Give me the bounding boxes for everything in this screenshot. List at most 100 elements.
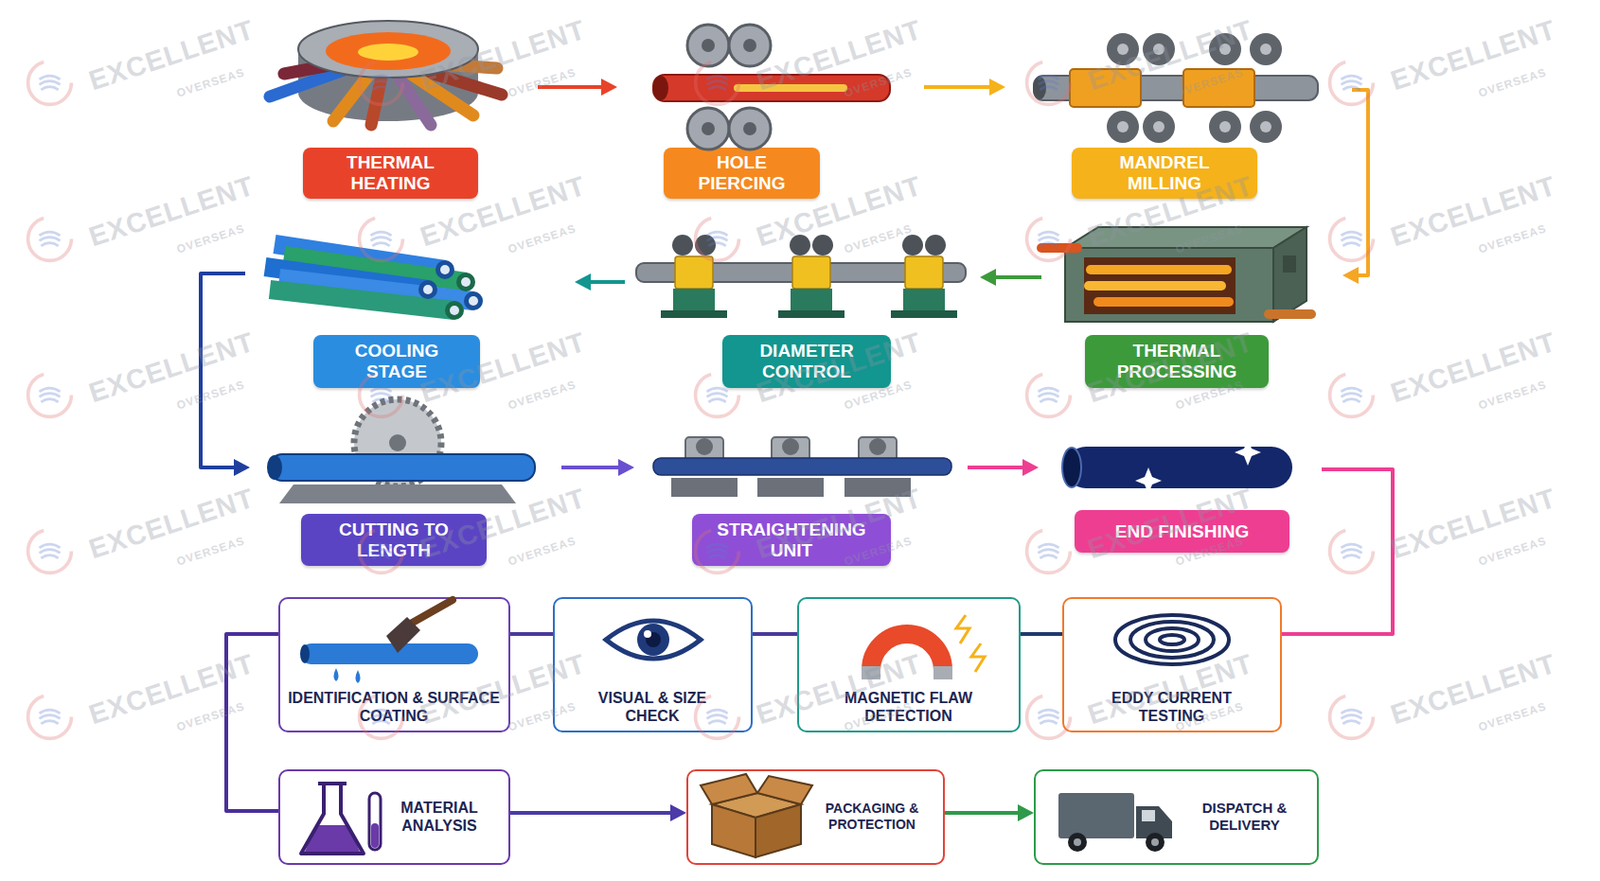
watermark-logo (695, 61, 740, 106)
step-label: MANDREL MILLING (1071, 147, 1258, 199)
straightener-illustration (757, 478, 824, 498)
piercing-illustration (728, 107, 771, 150)
watermark: OVERSEAS (842, 65, 914, 100)
connector-line (1020, 632, 1063, 637)
mandrel-illustration (1249, 33, 1282, 66)
process-step: HOLE PIERCING (617, 11, 925, 201)
watermark: OVERSEAS (1476, 699, 1548, 734)
step-label: CUTTING TO LENGTH (301, 514, 487, 567)
finished-tube-illustration (1234, 439, 1262, 466)
saw-illustration (266, 399, 535, 504)
sizing-mill-illustration (924, 234, 946, 256)
sizing-mill-illustration (673, 288, 715, 312)
process-step: CUTTING TO LENGTH (249, 411, 562, 569)
saw-illustration (354, 399, 442, 487)
step-label: DIAMETER CONTROL (722, 335, 891, 389)
step-name: THERMAL PROCESSING (1096, 340, 1258, 383)
sizing-mill-illustration (812, 234, 834, 256)
mandrel-illustration (1153, 121, 1165, 133)
furnace-illustration (269, 20, 502, 125)
final-step-card: DISPATCH & DELIVERY (1033, 769, 1319, 866)
inspection-card: VISUAL & SIZE CHECK (552, 597, 753, 733)
inspection-card: IDENTIFICATION & SURFACE COATING (278, 597, 511, 733)
process-step: THERMAL HEATING (269, 11, 538, 201)
step-name: END FINISHING (1115, 521, 1249, 543)
heated-rods (392, 68, 431, 125)
card-title: PACKAGING & PROTECTION (801, 800, 943, 834)
step-name: HOLE PIERCING (675, 152, 809, 195)
sizing-mill-illustration (675, 256, 713, 289)
watermark-logo (1330, 217, 1374, 262)
piercing-illustration (733, 84, 848, 92)
sizing-mill-illustration (789, 234, 811, 256)
sizing-mill-illustration (792, 256, 831, 289)
connector-line (1351, 89, 1369, 276)
glowing-tubes (1041, 248, 1312, 315)
heated-rods (333, 68, 374, 122)
watermark: OVERSEAS (842, 221, 914, 256)
sizing-mill-illustration (790, 288, 833, 312)
mandrel-illustration (1219, 43, 1231, 55)
step-name: THERMAL HEATING (320, 152, 463, 195)
sizing-mill-illustration (902, 234, 924, 256)
furnace-illustration (357, 43, 419, 61)
step-name: STRAIGHTENING UNIT (701, 519, 882, 562)
watermark: OVERSEAS (1476, 65, 1548, 100)
watermark-logo (28, 61, 72, 106)
watermark-logo (28, 61, 1374, 740)
watermark-logo (1330, 695, 1374, 740)
watermark: OVERSEAS (1476, 377, 1548, 412)
piercing-illustration (743, 38, 757, 53)
pipe-bundle-illustration (444, 301, 464, 320)
flow-line (752, 634, 798, 636)
saw-illustration (279, 484, 516, 504)
mandrel-illustration (1208, 110, 1242, 143)
card-title: DISPATCH & DELIVERY (1175, 800, 1314, 835)
piercing-illustration (687, 24, 729, 67)
mandrel-illustration (1260, 43, 1272, 55)
watermark: EXCELLENT (85, 14, 259, 97)
heated-rods (269, 58, 502, 125)
mandrel-illustration (1032, 76, 1047, 100)
arrow-head (1022, 459, 1039, 477)
finished-tube-illustration (1065, 446, 1293, 489)
piercing-illustration (653, 75, 669, 101)
pipe-bundle-illustration (423, 284, 433, 295)
watermark-logo (1027, 530, 1071, 574)
process-step: THERMAL PROCESSING (1041, 213, 1343, 391)
flow-arrow (924, 78, 1006, 96)
watermark: OVERSEAS (506, 221, 578, 256)
flow-arrow (561, 459, 635, 477)
watermark-logo (28, 695, 72, 740)
watermark: OVERSEAS (506, 377, 578, 412)
piercing-illustration (687, 107, 729, 150)
mandrel-illustration (1208, 33, 1242, 66)
flow-arrow (1342, 89, 1369, 285)
card-label: PACKAGING & PROTECTION (801, 771, 943, 863)
connector-line (967, 465, 1030, 470)
mandrel-illustration (1153, 43, 1165, 55)
sizing-mill-illustration (636, 234, 966, 319)
piercing-illustration (743, 122, 757, 136)
saw-illustration (389, 434, 407, 452)
watermark: OVERSEAS (175, 65, 247, 100)
flow-arrow (200, 273, 250, 477)
flow-line (1281, 469, 1393, 635)
watermark: EXCELLENT (85, 326, 259, 409)
straightener-illustration (685, 437, 724, 474)
watermark: OVERSEAS (175, 533, 247, 569)
watermark-logo (28, 530, 72, 574)
watermark-logo (359, 61, 404, 106)
furnace-box-illustration (1041, 227, 1312, 322)
connector-line (1281, 469, 1393, 635)
straightener-illustration (844, 478, 911, 498)
glowing-tubes (1088, 281, 1222, 291)
watermark-logo (1330, 61, 1374, 106)
mandrel-illustration (1033, 75, 1318, 101)
straightener-illustration (695, 438, 713, 456)
sizing-mill-illustration (905, 256, 943, 289)
flow-arrow (510, 804, 687, 822)
heated-rods (371, 68, 384, 125)
watermark: OVERSEAS (1173, 221, 1245, 256)
